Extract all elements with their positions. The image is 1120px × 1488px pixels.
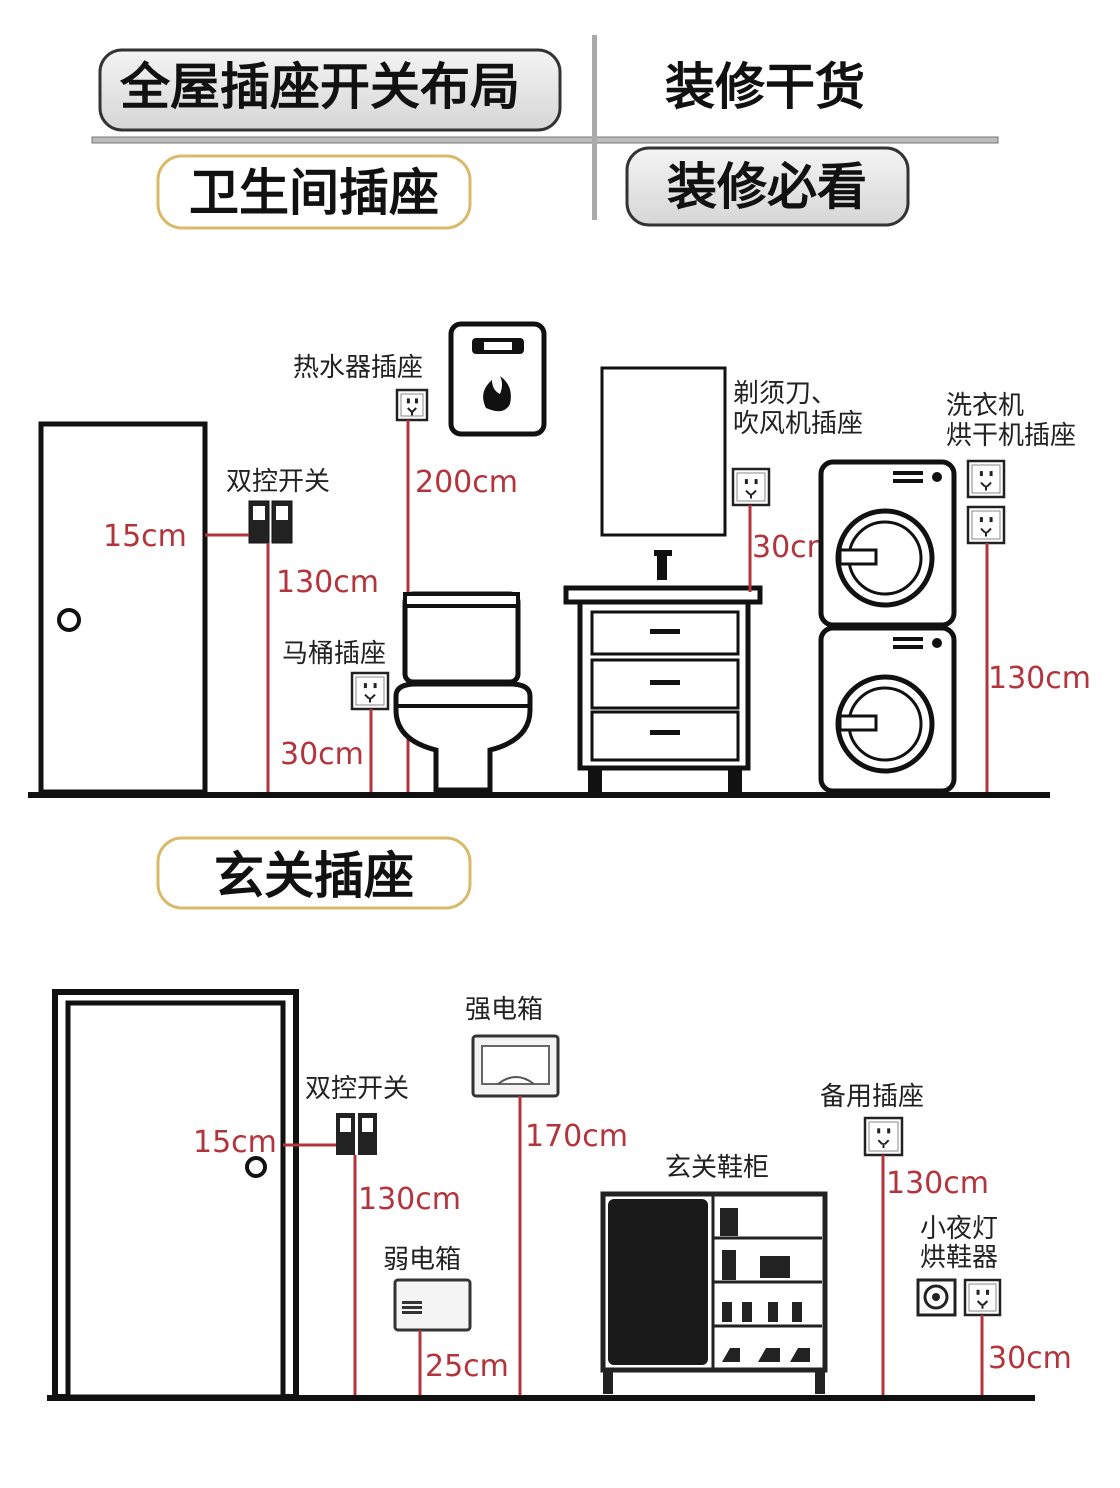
flame-icon (483, 376, 511, 412)
measure-washer: 130cm (988, 661, 1091, 696)
door-knob (245, 1156, 267, 1178)
socket-part (407, 407, 417, 416)
divider-vertical (592, 35, 597, 220)
header: 全屋插座开关布局 装修干货 卫生间插座 装修必看 (91, 35, 999, 230)
socket-part (966, 505, 1006, 545)
label-dual-switch: 双控开关 (305, 1074, 409, 1104)
bathroom-section-pill (156, 154, 472, 230)
measure-water-heater: 200cm (415, 465, 518, 500)
door-knob (57, 608, 81, 632)
socket-part (355, 676, 385, 706)
measure-strong-box: 170cm (525, 1119, 628, 1154)
socket-part (976, 1300, 989, 1309)
dual-switch-icon (248, 500, 293, 544)
measure-spare-socket: 130cm (886, 1166, 989, 1201)
label-razor-line1: 剃须刀、 (733, 379, 837, 409)
socket-part (966, 459, 1006, 499)
entrance-diagram: 玄关插座 15cm 双控开关 130cm 弱电箱 25cm 强电箱 170cm … (47, 836, 1072, 1401)
socket-part (868, 1121, 899, 1152)
label-spare-socket: 备用插座 (820, 1082, 924, 1112)
socket-part (877, 1139, 890, 1149)
socket-part (745, 489, 757, 499)
socket-part (415, 398, 418, 404)
socket-part (406, 398, 410, 404)
measure-door-offset: 15cm (193, 1125, 277, 1160)
socket-part (744, 479, 748, 485)
measure-toilet-socket: 30cm (280, 737, 364, 772)
socket-part (971, 464, 1001, 494)
socket-icon (963, 1278, 1002, 1317)
label-dual-switch: 双控开关 (226, 467, 330, 497)
entrance-section-title: 玄关插座 (214, 847, 414, 905)
tag-tips: 装修干货 (665, 58, 865, 116)
divider-horizontal (91, 136, 999, 144)
socket-icon (966, 505, 1006, 545)
entrance-section-pill (156, 836, 472, 910)
socket-icon (863, 1116, 904, 1157)
label-night-line1: 小夜灯 (920, 1214, 998, 1244)
label-water-heater-socket: 热水器插座 (293, 353, 423, 383)
page-title: 全屋插座开关布局 (119, 58, 520, 116)
socket-part (400, 393, 424, 417)
socket-part (989, 471, 993, 477)
tag-must-see: 装修必看 (667, 158, 867, 216)
socket-part (350, 671, 390, 711)
socket-part (736, 472, 766, 502)
measure-weak-box: 25cm (425, 1349, 509, 1384)
socket-part (887, 1128, 891, 1134)
socket-part (363, 683, 367, 689)
socket-icon (395, 388, 429, 422)
socket-part (980, 527, 992, 537)
mirror (600, 366, 727, 537)
socket-part (986, 1289, 989, 1295)
label-toilet-socket: 马桶插座 (282, 639, 386, 669)
washer-dryer-icon (818, 459, 957, 794)
socket-part (364, 693, 376, 703)
socket-part (989, 517, 993, 523)
toilet-icon (393, 591, 533, 793)
weak-box-icon (393, 1278, 472, 1332)
socket-part (373, 683, 377, 689)
shoe-cabinet-icon (600, 1191, 828, 1394)
socket-icon (966, 459, 1006, 499)
socket-part (968, 1283, 997, 1312)
socket-part (980, 481, 992, 491)
label-night-line2: 烘鞋器 (920, 1243, 998, 1273)
socket-part (971, 510, 1001, 540)
bathroom-section-title: 卫生间插座 (189, 164, 439, 222)
socket-part (976, 1289, 980, 1295)
measure-switch-height: 130cm (358, 1182, 461, 1217)
dual-switch-icon (336, 1113, 377, 1155)
label-washer-line2: 烘干机插座 (946, 421, 1076, 451)
measure-night: 30cm (988, 1341, 1072, 1376)
socket-icon (350, 671, 390, 711)
socket-part (979, 471, 983, 477)
socket-part (963, 1278, 1002, 1317)
socket-part (979, 517, 983, 523)
door (65, 1000, 286, 1400)
label-razor-line2: 吹风机插座 (733, 409, 863, 439)
strong-box-icon (471, 1034, 560, 1098)
socket-part (754, 479, 758, 485)
bathroom-diagram: 15cm 双控开关 130cm 马桶插座 30cm 热水器插座 200cm (28, 321, 1091, 798)
label-strong-box: 强电箱 (465, 995, 543, 1025)
tag-pill (625, 146, 910, 227)
measure-door-offset: 15cm (103, 519, 187, 554)
label-shoe-cabinet: 玄关鞋柜 (665, 1153, 769, 1183)
night-light-icon (916, 1278, 957, 1317)
socket-icon (731, 467, 771, 507)
measure-switch-height: 130cm (276, 565, 379, 600)
socket-part (863, 1116, 904, 1157)
socket-part (731, 467, 771, 507)
label-weak-box: 弱电箱 (383, 1245, 461, 1275)
socket-part (877, 1128, 881, 1134)
water-heater-icon (448, 321, 547, 437)
vanity-cabinet (563, 550, 763, 792)
label-washer-line1: 洗衣机 (946, 391, 1024, 421)
door (38, 421, 208, 795)
title-pill (98, 48, 562, 132)
